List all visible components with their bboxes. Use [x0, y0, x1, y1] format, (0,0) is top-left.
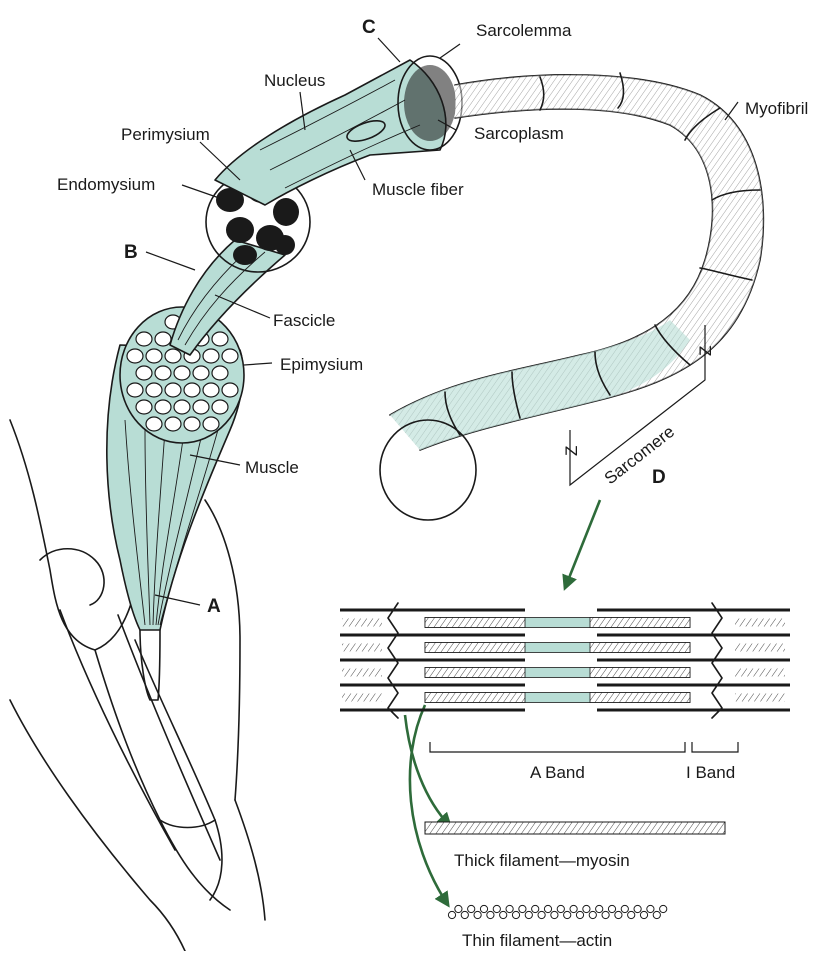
label-sarcoplasm: Sarcoplasm [474, 124, 564, 143]
label-fascicle: Fascicle [273, 311, 335, 330]
label-b: B [124, 242, 138, 263]
label-endomysium: Endomysium [57, 175, 155, 194]
label-a-band: A Band [530, 763, 585, 782]
label-z-left: Z [562, 446, 581, 456]
thick-filament-myosin [425, 822, 725, 834]
label-i-band: I Band [686, 763, 735, 782]
label-a: A [207, 596, 221, 617]
label-sarcolemma: Sarcolemma [476, 21, 572, 40]
label-perimysium: Perimysium [121, 125, 210, 144]
thin-filament-actin [448, 905, 666, 918]
label-thick-filament: Thick filament—myosin [454, 851, 630, 870]
label-d: D [652, 467, 666, 488]
label-muscle: Muscle [245, 458, 299, 477]
label-c: C [362, 17, 376, 38]
label-epimysium: Epimysium [280, 355, 363, 374]
label-z-right: Z [696, 346, 715, 356]
label-nucleus: Nucleus [264, 71, 325, 90]
label-myofibril: Myofibril [745, 99, 808, 118]
label-muscle-fiber: Muscle fiber [372, 180, 464, 199]
label-sarcomere: Sarcomere [601, 422, 678, 488]
label-thin-filament: Thin filament—actin [462, 931, 612, 950]
